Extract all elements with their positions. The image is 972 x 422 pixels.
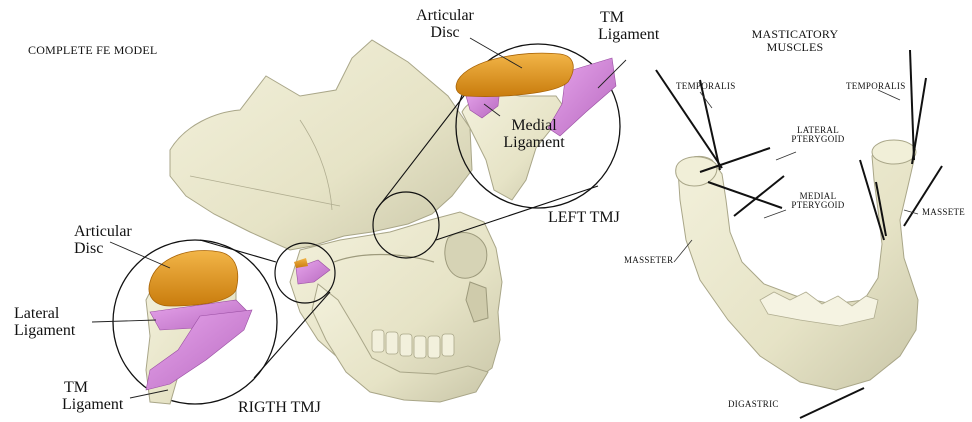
title-masticatory-line1: MASTICATORY bbox=[735, 28, 855, 41]
temporalis-right-label: TEMPORALIS bbox=[846, 82, 906, 91]
temporalis-right-line-1 bbox=[910, 50, 914, 160]
left-medial-ligament-line1: Medial bbox=[494, 118, 574, 135]
right-articular-disc-label: Articular Disc bbox=[74, 224, 132, 258]
massete-label: MASSETE bbox=[922, 208, 965, 217]
left-articular-disc-line2: Disc bbox=[410, 25, 480, 42]
right-lateral-ligament-label: Lateral Ligament bbox=[14, 306, 75, 340]
digastric-line bbox=[800, 388, 864, 418]
orbit bbox=[445, 233, 487, 279]
medial-pterygoid-line bbox=[734, 176, 784, 216]
left-articular-disc-line1: Articular bbox=[410, 8, 480, 25]
mandible-right-condyle bbox=[872, 140, 916, 164]
mandible-muscles bbox=[656, 50, 942, 418]
right-lateral-ligament-line1: Lateral bbox=[14, 306, 75, 323]
right-tmj-caption: RIGTH TMJ bbox=[238, 400, 321, 417]
left-medial-ligament-label: Medial Ligament bbox=[494, 118, 574, 152]
left-tmj-caption: LEFT TMJ bbox=[548, 210, 620, 227]
right-lateral-ligament-line2: Ligament bbox=[14, 323, 75, 340]
digastric-label: DIGASTRIC bbox=[728, 400, 779, 409]
title-complete-fe-model: COMPLETE FE MODEL bbox=[28, 44, 157, 57]
right-lateral-ligament-leader bbox=[92, 320, 156, 322]
title-masticatory-muscles: MASTICATORY MUSCLES bbox=[735, 28, 855, 53]
left-tm-ligament-label: TM Ligament bbox=[598, 10, 659, 44]
left-medial-ligament-line2: Ligament bbox=[494, 135, 574, 152]
lateral-pterygoid-leader bbox=[776, 152, 796, 160]
temporalis-right-leader bbox=[878, 90, 900, 100]
left-tm-ligament-line2: Ligament bbox=[598, 27, 659, 44]
left-tm-ligament-line1: TM bbox=[598, 10, 659, 27]
right-articular-disc-line2: Disc bbox=[74, 241, 132, 258]
right-tm-ligament-line1: TM bbox=[62, 380, 123, 397]
right-tm-ligament-label: TM Ligament bbox=[62, 380, 123, 414]
right-tm-ligament-line2: Ligament bbox=[62, 397, 123, 414]
temporalis-right-line-2 bbox=[912, 78, 926, 164]
title-masticatory-line2: MUSCLES bbox=[735, 41, 855, 54]
lateral-pterygoid-label: LATERAL PTERYGOID bbox=[788, 126, 848, 145]
right-articular-disc-line1: Articular bbox=[74, 224, 132, 241]
masseter-label: MASSETER bbox=[624, 256, 673, 265]
medial-pterygoid-label: MEDIAL PTERYGOID bbox=[788, 192, 848, 211]
left-articular-disc bbox=[456, 53, 573, 96]
right-articular-disc bbox=[149, 250, 238, 306]
medial-pterygoid-leader bbox=[764, 210, 786, 218]
left-articular-disc-label: Articular Disc bbox=[410, 8, 480, 42]
temporalis-left-label: TEMPORALIS bbox=[676, 82, 736, 91]
mandible bbox=[678, 144, 918, 390]
medial-pterygoid-line2: PTERYGOID bbox=[788, 201, 848, 210]
lateral-pterygoid-line2: PTERYGOID bbox=[788, 135, 848, 144]
masseter-leader bbox=[674, 240, 692, 262]
